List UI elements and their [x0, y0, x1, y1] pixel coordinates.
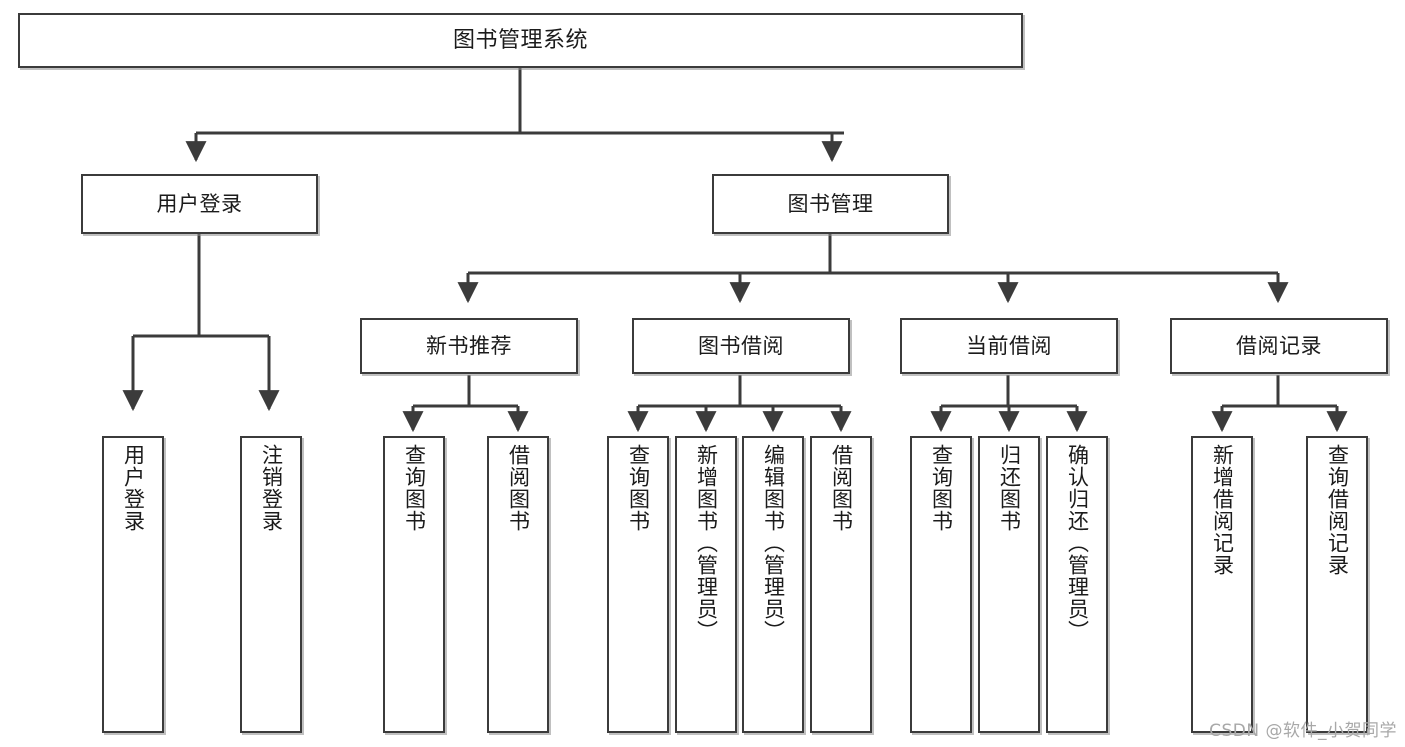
leaf-book-borrow-query-book[interactable]: 查询图书	[607, 436, 669, 733]
leaf-book-borrow-edit-book-admin-label: 编辑图书（管理员）	[761, 444, 786, 642]
leaf-borrow-record-add-record-label: 新增借阅记录	[1210, 444, 1235, 576]
node-book-borrow[interactable]: 图书借阅	[632, 318, 850, 374]
node-current-borrow-label: 当前借阅	[966, 333, 1052, 358]
leaf-book-borrow-add-book-admin[interactable]: 新增图书（管理员）	[675, 436, 737, 733]
node-book-borrow-label: 图书借阅	[698, 333, 784, 358]
node-book-management[interactable]: 图书管理	[712, 174, 949, 234]
leaf-borrow-record-query-record-label: 查询借阅记录	[1325, 444, 1350, 576]
leaf-borrow-record-query-record[interactable]: 查询借阅记录	[1306, 436, 1368, 733]
leaf-user-login-logout[interactable]: 注销登录	[240, 436, 302, 733]
leaf-current-borrow-confirm-return-admin-label: 确认归还（管理员）	[1065, 444, 1090, 642]
watermark-csdn: CSDN @软件_小贺同学	[1209, 721, 1397, 741]
leaf-user-login-login-label: 用户登录	[121, 444, 146, 532]
leaf-book-borrow-borrow-book[interactable]: 借阅图书	[810, 436, 872, 733]
node-user-login-label: 用户登录	[156, 191, 243, 216]
leaf-new-book-query-book-label: 查询图书	[402, 444, 427, 532]
node-root-book-management-system[interactable]: 图书管理系统	[18, 13, 1023, 68]
leaf-book-borrow-query-book-label: 查询图书	[626, 444, 651, 532]
node-new-book-recommend-label: 新书推荐	[426, 333, 512, 358]
leaf-borrow-record-add-record[interactable]: 新增借阅记录	[1191, 436, 1253, 733]
leaf-current-borrow-return-book[interactable]: 归还图书	[978, 436, 1040, 733]
leaf-book-borrow-borrow-book-label: 借阅图书	[829, 444, 854, 532]
leaf-book-borrow-add-book-admin-label: 新增图书（管理员）	[694, 444, 719, 642]
leaf-user-login-logout-label: 注销登录	[259, 444, 284, 532]
node-user-login[interactable]: 用户登录	[81, 174, 318, 234]
leaf-new-book-query-book[interactable]: 查询图书	[383, 436, 445, 733]
leaf-current-borrow-confirm-return-admin[interactable]: 确认归还（管理员）	[1046, 436, 1108, 733]
node-current-borrow[interactable]: 当前借阅	[900, 318, 1118, 374]
node-root-label: 图书管理系统	[452, 27, 588, 53]
leaf-current-borrow-query-book-label: 查询图书	[929, 444, 954, 532]
leaf-user-login-login[interactable]: 用户登录	[102, 436, 164, 733]
node-borrow-record-label: 借阅记录	[1236, 333, 1322, 358]
node-new-book-recommend[interactable]: 新书推荐	[360, 318, 578, 374]
leaf-current-borrow-return-book-label: 归还图书	[997, 444, 1022, 532]
leaf-current-borrow-query-book[interactable]: 查询图书	[910, 436, 972, 733]
leaf-new-book-borrow-book-label: 借阅图书	[506, 444, 531, 532]
node-borrow-record[interactable]: 借阅记录	[1170, 318, 1388, 374]
leaf-new-book-borrow-book[interactable]: 借阅图书	[487, 436, 549, 733]
leaf-book-borrow-edit-book-admin[interactable]: 编辑图书（管理员）	[742, 436, 804, 733]
node-book-management-label: 图书管理	[787, 191, 874, 216]
